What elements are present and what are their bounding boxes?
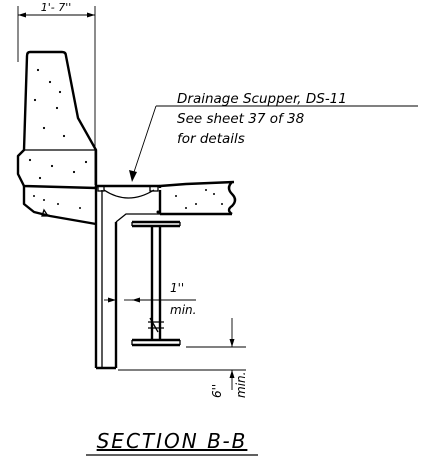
callout-line-2: See sheet 37 of 38 bbox=[177, 111, 304, 127]
callout-line-1: Drainage Scupper, DS-11 bbox=[177, 91, 347, 107]
callout-line-3: for details bbox=[177, 131, 245, 147]
steel-girder bbox=[131, 220, 181, 347]
callout-leader bbox=[129, 105, 418, 182]
drop-qualifier: min. bbox=[234, 372, 248, 398]
drainage-scupper bbox=[94, 184, 160, 370]
concrete-barrier bbox=[16, 50, 98, 190]
drop-label: 6'' bbox=[210, 384, 224, 398]
section-title: SECTION B-B bbox=[97, 429, 248, 453]
parapet-width-label: 1'- 7'' bbox=[41, 1, 72, 14]
deck-overhang bbox=[22, 186, 97, 226]
gap-dimension bbox=[104, 297, 196, 303]
parapet-width-dimension: 1'- 7'' bbox=[17, 1, 96, 185]
gap-label: 1'' bbox=[170, 281, 184, 295]
gap-qualifier: min. bbox=[170, 303, 196, 317]
drop-dimension bbox=[118, 318, 246, 390]
deck-slab bbox=[156, 180, 237, 216]
